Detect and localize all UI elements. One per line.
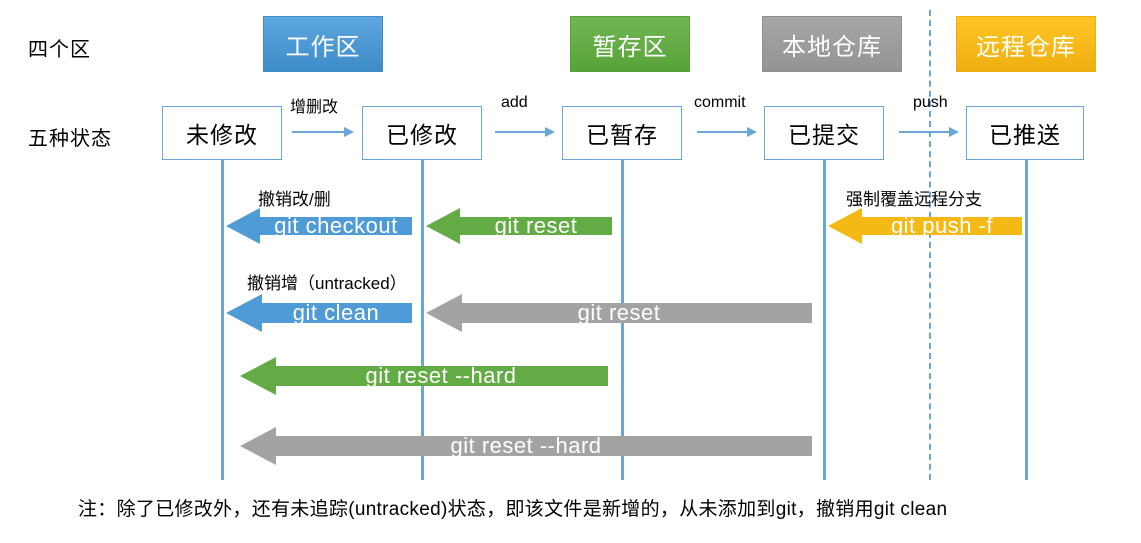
back-arrow-git-push-force: git push -f — [828, 208, 1022, 244]
back-arrow-git-reset-committed-to-modified: git reset — [426, 294, 812, 332]
forward-arrow-commit — [697, 126, 757, 138]
back-arrow-label: git reset — [577, 300, 661, 325]
zone-chip-local-repo: 本地仓库 — [762, 16, 902, 72]
state-box-label: 已推送 — [989, 122, 1061, 148]
local-remote-divider — [929, 10, 931, 480]
forward-arrow-push — [899, 126, 959, 138]
back-arrow-git-reset-hard-committed: git reset --hard — [240, 427, 812, 465]
state-box-modified: 已修改 — [362, 106, 482, 160]
row-label-zones: 四个区 — [28, 39, 91, 61]
back-arrow-label: git checkout — [274, 213, 398, 238]
zone-chip-label: 本地仓库 — [782, 33, 882, 61]
zone-chip-staging-area: 暂存区 — [570, 16, 690, 72]
back-arrow-label: git reset — [494, 213, 578, 238]
lifeline-unmodified — [221, 160, 224, 480]
back-arrow-git-reset-hard-staged: git reset --hard — [240, 357, 608, 395]
forward-label-push: push — [913, 94, 948, 111]
forward-label-add: add — [501, 94, 528, 111]
state-box-unmodified: 未修改 — [162, 106, 282, 160]
back-arrow-label: git clean — [292, 300, 380, 325]
forward-label-edit: 增删改 — [290, 99, 339, 116]
zone-chip-label: 远程仓库 — [976, 33, 1076, 61]
lifeline-pushed — [1025, 160, 1028, 480]
forward-arrow-edit — [292, 126, 354, 138]
back-arrow-git-reset-staged-to-modified: git reset — [426, 208, 612, 244]
footnote-text: 注：除了已修改外，还有未追踪(untracked)状态，即该文件是新增的，从未添… — [78, 499, 948, 520]
state-box-committed: 已提交 — [764, 106, 884, 160]
row-label-states: 五种状态 — [28, 128, 112, 150]
back-arrow-label: git push -f — [890, 213, 994, 238]
state-box-staged: 已暂存 — [562, 106, 682, 160]
zone-chip-label: 工作区 — [285, 33, 361, 61]
state-box-label: 未修改 — [186, 122, 258, 148]
zone-chip-remote-repo: 远程仓库 — [956, 16, 1096, 72]
back-arrow-git-clean: git clean — [226, 294, 412, 332]
zone-chip-working-area: 工作区 — [263, 16, 383, 72]
lifeline-modified — [421, 160, 424, 480]
back-label-undo-modify: 撤销改/删 — [258, 190, 331, 209]
forward-arrow-add — [495, 126, 555, 138]
back-label-undo-untracked: 撤销增（untracked） — [247, 274, 407, 293]
zone-chip-label: 暂存区 — [592, 33, 668, 61]
back-arrow-label: git reset --hard — [365, 363, 517, 388]
state-box-label: 已提交 — [788, 122, 860, 148]
back-label-force-overwrite: 强制覆盖远程分支 — [846, 190, 982, 209]
back-arrow-label: git reset --hard — [450, 433, 602, 458]
lifeline-committed — [823, 160, 826, 480]
state-box-pushed: 已推送 — [966, 106, 1084, 160]
state-box-label: 已修改 — [386, 122, 458, 148]
state-box-label: 已暂存 — [586, 122, 658, 148]
forward-label-commit: commit — [694, 94, 746, 111]
back-arrow-git-checkout: git checkout — [226, 208, 412, 244]
